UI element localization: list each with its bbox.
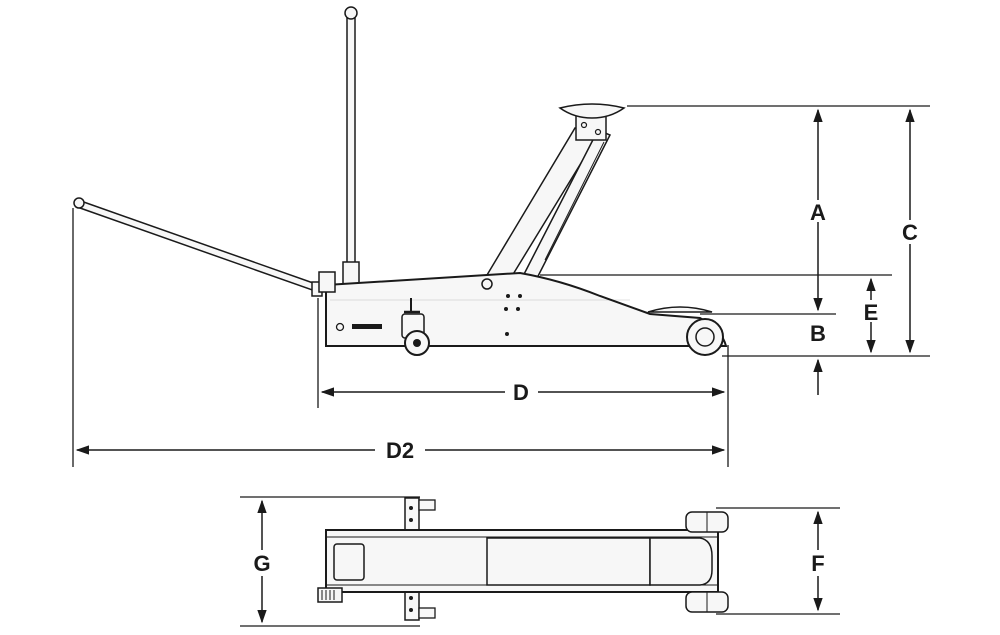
dimension-label-c: C <box>902 220 918 245</box>
dimension-label-d2: D2 <box>386 438 414 463</box>
front-wheel <box>686 318 724 356</box>
dimension-labels: A B C D D2 E F G <box>253 200 918 576</box>
dimension-label-d: D <box>513 380 529 405</box>
saddle <box>558 103 626 119</box>
dimension-lines <box>72 105 930 467</box>
dimension-label-f: F <box>811 551 824 576</box>
lift-arm <box>485 113 612 285</box>
dimension-label-e: E <box>864 300 879 325</box>
dimension-label-b: B <box>810 321 826 346</box>
dimension-label-g: G <box>253 551 270 576</box>
upright-handle <box>342 6 360 285</box>
dimension-label-a: A <box>810 200 826 225</box>
top-view-dimension-lines <box>240 496 840 627</box>
lowered-handle <box>73 197 323 297</box>
main-frame <box>318 271 728 347</box>
side-view <box>73 6 728 356</box>
caster-wheel <box>401 298 430 356</box>
top-view <box>317 497 729 621</box>
